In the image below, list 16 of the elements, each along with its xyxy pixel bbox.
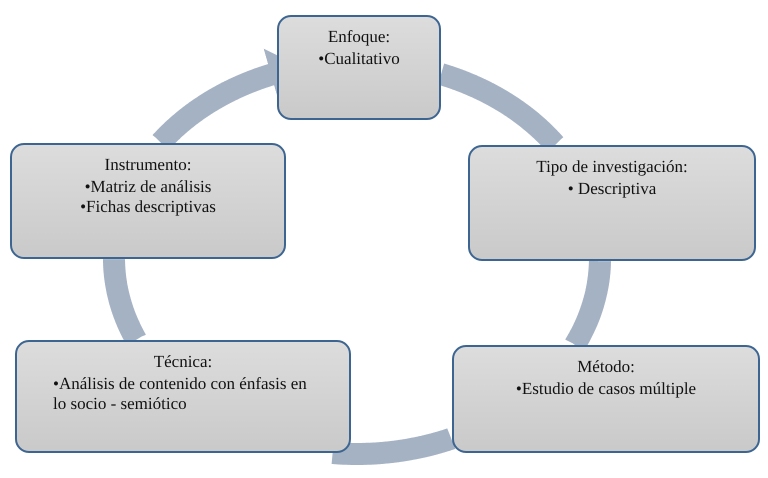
box-heading: Enfoque:: [328, 27, 390, 48]
box-heading: Método:: [577, 357, 635, 378]
process-box: [15, 340, 351, 453]
process-box: [452, 345, 760, 453]
bullet-item: •Matriz de análisis: [84, 177, 212, 198]
box-heading: Instrumento:: [104, 155, 192, 176]
process-box: [277, 15, 441, 120]
bullet-item: • Descriptiva: [568, 179, 656, 200]
bullet-item: •Cualitativo: [318, 49, 400, 70]
bullet-item: •Análisis de contenido con énfasis en lo socio - semiótico: [52, 374, 308, 414]
bullet-item: •Estudio de casos múltiple: [516, 379, 696, 400]
process-box: [10, 143, 286, 259]
box-heading: Técnica:: [154, 352, 212, 372]
bullet-item: •Fichas descriptivas: [80, 197, 216, 218]
box-heading: Tipo de investigación:: [536, 157, 688, 178]
process-box: [468, 145, 756, 261]
